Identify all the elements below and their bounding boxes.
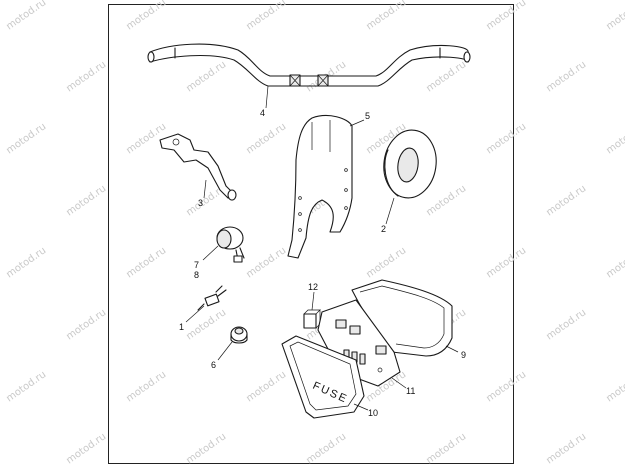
watermark-text: motod.ru: [604, 245, 625, 280]
watermark-text: motod.ru: [124, 121, 168, 156]
label-part-7: 7: [194, 260, 199, 270]
lever-part: [159, 133, 237, 201]
label-part-9: 9: [461, 350, 466, 360]
watermark-text: motod.ru: [484, 0, 528, 32]
label-part-3: 3: [198, 198, 203, 208]
watermark-text: motod.ru: [364, 0, 408, 32]
watermark-text: motod.ru: [304, 431, 348, 466]
watermark-text: motod.ru: [484, 369, 528, 404]
watermark-text: motod.ru: [544, 307, 588, 342]
watermark-text: motod.ru: [4, 245, 48, 280]
watermark-text: motod.ru: [244, 369, 288, 404]
watermark-text: motod.ru: [124, 0, 168, 32]
part-labels: 4 5 2 3 7 8 1 6 12 9 11 10: [179, 108, 466, 418]
watermark-text: motod.ru: [4, 0, 48, 32]
sensor-part: [197, 285, 227, 311]
label-part-5: 5: [365, 111, 370, 121]
watermark-text: motod.ru: [604, 121, 625, 156]
label-part-11: 11: [406, 386, 415, 396]
watermark-text: motod.ru: [64, 431, 108, 466]
watermark-text: motod.ru: [124, 245, 168, 280]
horn-part: [216, 226, 245, 263]
watermark-text: motod.ru: [424, 183, 468, 218]
watermark-text: motod.ru: [64, 183, 108, 218]
label-part-12: 12: [308, 282, 318, 292]
relay-part: [303, 309, 321, 329]
watermark-text: motod.ru: [64, 307, 108, 342]
watermark-text: motod.ru: [424, 431, 468, 466]
watermark-text: motod.ru: [604, 369, 625, 404]
watermark-text: motod.ru: [4, 369, 48, 404]
watermark-text: motod.ru: [544, 183, 588, 218]
watermark-text: motod.ru: [124, 369, 168, 404]
watermark-text: motod.ru: [184, 59, 228, 94]
watermark-text: motod.ru: [244, 0, 288, 32]
watermark-text: motod.ru: [184, 431, 228, 466]
watermark-text: motod.ru: [604, 0, 625, 32]
watermark-text: motod.ru: [184, 307, 228, 342]
watermark-text: motod.ru: [544, 59, 588, 94]
watermark-text: motod.ru: [244, 245, 288, 280]
watermark-text: motod.ru: [484, 245, 528, 280]
label-part-1: 1: [179, 322, 184, 332]
label-part-6: 6: [211, 360, 216, 370]
watermark-text: motod.ru: [484, 121, 528, 156]
fuse-cover-part: FUSE: [281, 335, 365, 419]
windshield-part: [287, 115, 353, 259]
watermark-text: motod.ru: [64, 59, 108, 94]
label-part-2: 2: [381, 224, 386, 234]
leader-lines: [185, 85, 459, 411]
watermark-text: motod.ru: [424, 59, 468, 94]
label-part-4: 4: [260, 108, 265, 118]
label-part-8: 8: [194, 270, 199, 280]
handlebar-part: [147, 43, 471, 87]
watermark-text: motod.ru: [244, 121, 288, 156]
watermark-text: motod.ru: [364, 245, 408, 280]
watermark-text: motod.ru: [544, 431, 588, 466]
label-part-10: 10: [368, 408, 378, 418]
grommet-part: [230, 326, 248, 344]
watermark-text: motod.ru: [4, 121, 48, 156]
disc-part: [383, 129, 437, 199]
